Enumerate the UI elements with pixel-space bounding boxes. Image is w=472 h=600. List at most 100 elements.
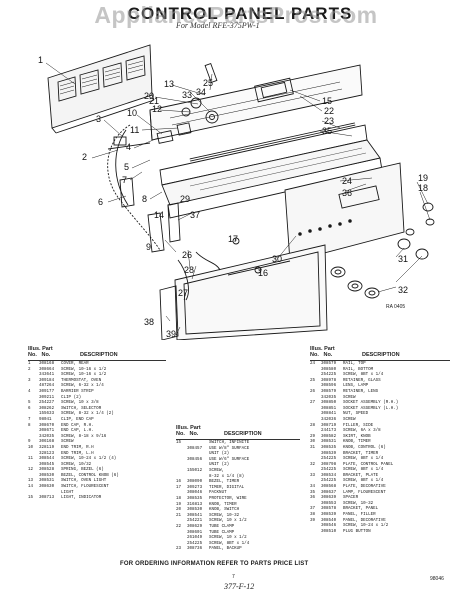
description: SWITCH, OVEN LIGHT — [61, 479, 107, 484]
description: UNIT (2) — [209, 463, 230, 468]
part-no: 308579 — [321, 389, 337, 394]
callout-36: 36 — [342, 188, 352, 198]
table-rule — [310, 360, 450, 361]
table-row: UNIT (2) — [176, 452, 300, 458]
part-no: 308535 — [187, 496, 203, 501]
description: TUBE CLAMP — [209, 530, 235, 535]
description: CLIP (2) — [61, 395, 82, 400]
callout-18: 18 — [418, 183, 428, 193]
description: RETAINER, LENS — [343, 389, 379, 394]
callout-15: 15 — [322, 96, 332, 106]
callout-21: 21 — [149, 96, 159, 106]
rear-cover-drawing — [47, 44, 155, 134]
callout-25: 25 — [203, 78, 213, 88]
description: PLATE, DECORATIVE — [343, 485, 386, 490]
header-part: Part — [190, 425, 201, 431]
page-number: 7 — [232, 574, 235, 580]
description: SCREW, 6A x 3/8 — [343, 429, 381, 434]
callout-38: 38 — [144, 317, 154, 327]
description: SWITCH, FLOURESCENT — [61, 485, 109, 490]
illus-no: 25 — [310, 378, 316, 383]
callout-1: 1 — [38, 55, 43, 65]
part-no: 308262 — [39, 406, 55, 411]
header-desc: DESCRIPTION — [80, 352, 118, 358]
illus-no: 30 — [310, 440, 316, 445]
callout-31: 31 — [398, 254, 408, 264]
description: SCREW, 10-32 — [209, 513, 240, 518]
illus-no: 1 — [28, 362, 31, 366]
illus-no: 26 — [310, 389, 316, 394]
table-row: 8-32 x 1/4 (8) — [176, 475, 300, 481]
illus-no: 20 — [176, 508, 182, 513]
illus-no: 35 — [310, 490, 316, 495]
part-no: 306168 — [39, 440, 55, 445]
description: LENS, LAMP — [343, 384, 369, 389]
callout-10: 10 — [127, 108, 137, 118]
part-no: 308978 — [321, 378, 337, 383]
part-no: 308544 — [39, 457, 55, 462]
description: SCREW, 10-16 x 1/2 — [61, 367, 107, 372]
description: PACKNUT — [209, 491, 227, 496]
part-no: 308457 — [187, 446, 203, 451]
part-no: 308539 — [321, 451, 337, 456]
part-no: 308664 — [39, 367, 55, 372]
knobs-drawing — [330, 228, 429, 299]
part-no: 308530 — [187, 508, 203, 513]
illus-no: 15 — [28, 496, 34, 501]
callout-6: 6 — [98, 197, 103, 207]
description: LIGHT, INDICATOR — [61, 496, 102, 501]
description: SCREW, 10-24 x 1/2 (4) — [61, 457, 117, 462]
description: BARRIER STRIP — [61, 389, 94, 394]
part-no: 308531 — [321, 440, 337, 445]
part-no: 308630 — [39, 485, 55, 490]
illus-no: 32 — [310, 462, 316, 467]
illus-no: 37 — [310, 507, 316, 512]
illus-no: 34 — [310, 485, 316, 490]
header-no-2: No. — [41, 352, 51, 358]
illus-no: 3 — [28, 378, 31, 383]
illus-no: 18 — [176, 496, 182, 501]
header-illus: Illus. — [176, 425, 189, 431]
ordering-footer: FOR ORDERING INFORMATION REFER TO PARTS … — [120, 561, 309, 567]
illus-no: 39 — [310, 518, 316, 523]
description: SCREW, 10 x 3/8 — [61, 401, 99, 406]
description: BRACKET, TIMER — [343, 451, 379, 456]
header-part: Part — [42, 346, 53, 352]
part-no: 254225 — [321, 457, 337, 462]
page-title: CONTROL PANEL PARTS — [127, 4, 353, 23]
header-desc: DESCRIPTION — [362, 352, 400, 358]
part-no: 328119 — [39, 445, 55, 450]
callout-28: 28 — [184, 265, 194, 275]
table-row: 26 308579 RETAINER, LENS — [310, 390, 450, 396]
callout-12: 12 — [152, 104, 162, 114]
description: LAMP, FLOURESCENT — [343, 490, 386, 495]
description: PROTECTOR, WIRE — [209, 496, 247, 501]
description: LIGHT — [61, 490, 74, 495]
part-no: 342035 — [321, 395, 337, 400]
description: SOCKET ASSEMBLY (L.H.) — [343, 406, 399, 411]
part-no: 308546 — [321, 524, 337, 529]
callout-26: 26 — [182, 250, 192, 260]
part-no: 309184 — [39, 378, 55, 383]
